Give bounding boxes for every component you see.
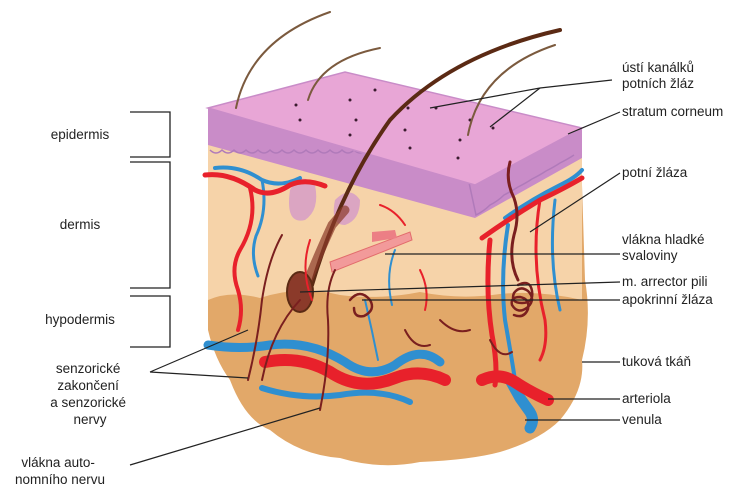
label-sensory-line1: senzorické [56,361,121,376]
label-sweat-pores: ústí kanálků potních žláz [622,60,698,91]
right-labels: ústí kanálků potních žláz stratum corneu… [622,60,723,427]
label-smooth-muscle: vlákna hladké svaloviny [622,232,708,263]
label-sensory: senzorické zakončení a senzorické nervy [50,361,130,427]
label-stratum-corneum: stratum corneum [622,104,723,119]
leader-pores-c [540,80,612,88]
label-smooth-muscle-line1: vlákna hladké [622,232,705,247]
label-sweat-gland: potní žláza [622,165,688,180]
label-autonomic-line1: vlákna auto- [21,455,95,470]
layer-brackets [130,112,170,347]
label-autonomic: vlákna auto- nomního nervu [15,455,105,487]
label-sensory-line3: a senzorické [50,395,126,410]
bracket-hypodermis [130,296,170,347]
label-epidermis: epidermis [51,127,110,142]
label-smooth-muscle-line2: svaloviny [622,248,678,263]
bracket-dermis [130,162,170,288]
label-dermis: dermis [60,217,101,232]
label-sweat-pores-line1: ústí kanálků [622,60,694,75]
label-sensory-line2: zakončení [57,378,119,393]
label-arteriole: arteriola [622,391,671,406]
label-fat-tissue: tuková tkáň [622,354,691,369]
label-sweat-pores-line2: potních žláz [622,76,694,91]
label-sensory-line4: nervy [73,412,106,427]
label-autonomic-line2: nomního nervu [15,472,105,487]
label-hypodermis: hypodermis [45,312,115,327]
left-labels: epidermis dermis hypodermis senzorické z… [15,127,130,487]
label-arrector-pili: m. arrector pili [622,274,708,289]
label-apocrine-gland: apokrinní žláza [622,292,713,307]
bracket-epidermis [130,112,170,157]
leader-stratum [568,112,620,134]
label-venule: venula [622,412,662,427]
